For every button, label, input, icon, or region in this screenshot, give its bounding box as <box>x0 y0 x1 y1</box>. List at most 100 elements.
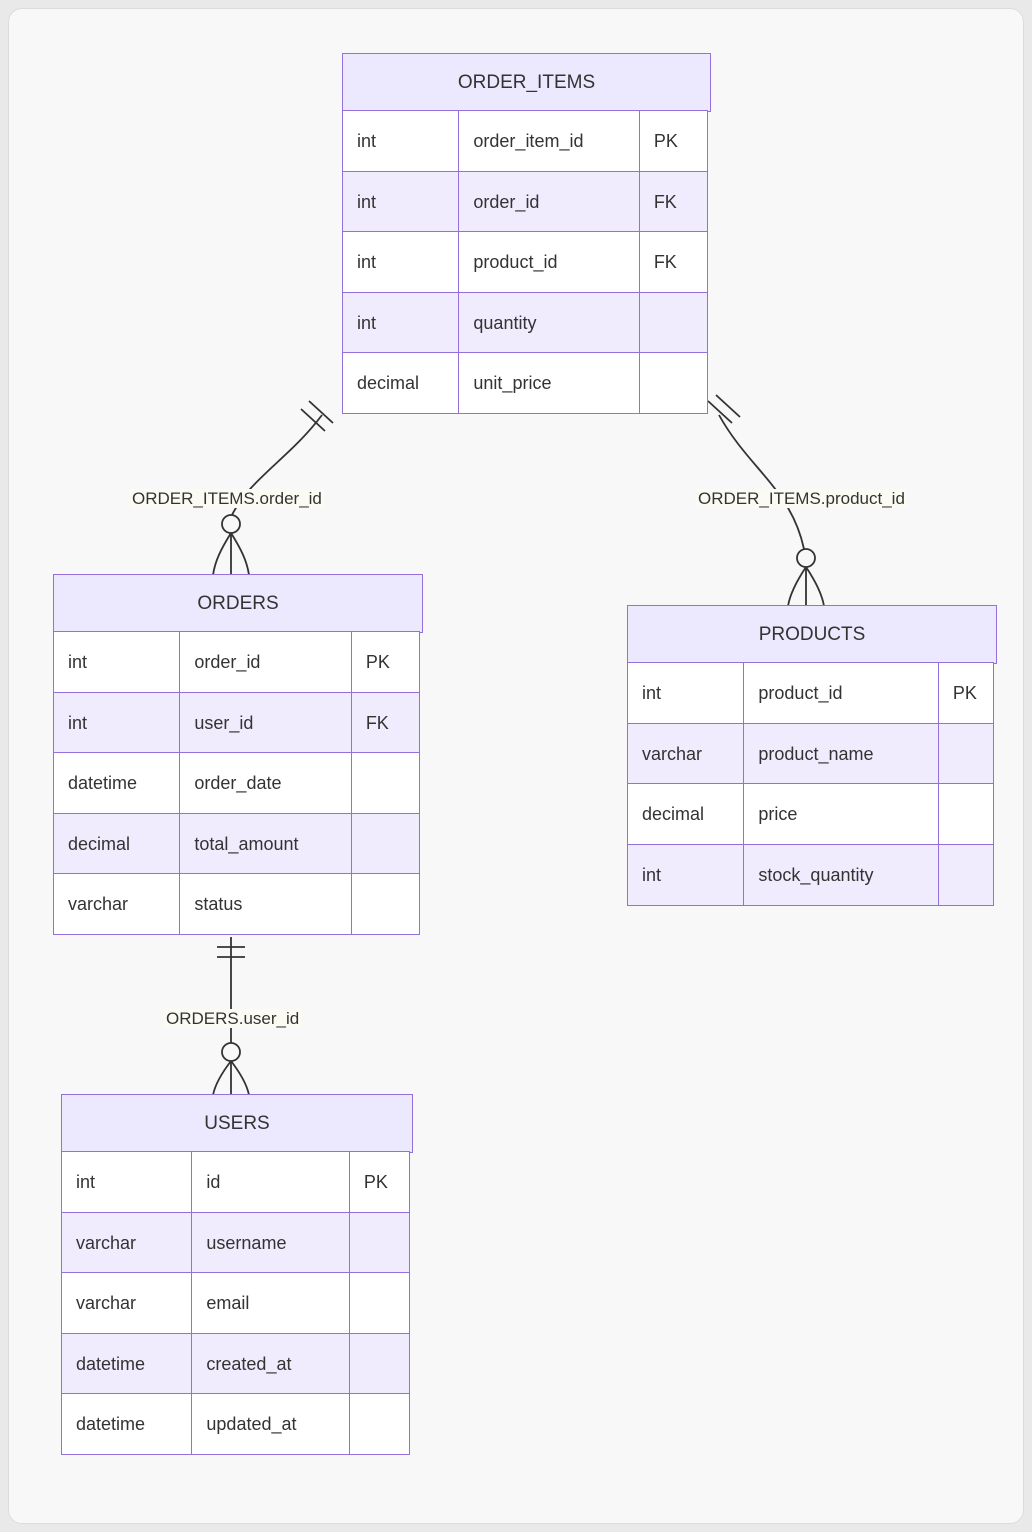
cardinality-zero-circle <box>221 514 241 534</box>
attribute-type: int <box>342 231 460 294</box>
attribute-name: product_id <box>458 231 641 294</box>
attribute-type: int <box>53 691 181 754</box>
attribute-type: datetime <box>53 752 181 815</box>
attribute-name: username <box>191 1211 351 1274</box>
attribute-name: user_id <box>179 691 353 754</box>
attribute-name: total_amount <box>179 812 353 875</box>
crowsfoot-right <box>230 532 250 576</box>
relationship-label-order_items_product_id: ORDER_ITEMS.product_id <box>696 489 907 508</box>
attribute-name: created_at <box>191 1332 351 1395</box>
crowsfoot-left <box>212 1060 232 1096</box>
attribute-type: datetime <box>61 1332 193 1395</box>
attribute-key: PK <box>937 662 994 725</box>
attribute-name: quantity <box>458 291 641 354</box>
entity-title-products: PRODUCTS <box>627 605 997 664</box>
attribute-key: FK <box>638 170 708 233</box>
attribute-key: PK <box>350 631 420 694</box>
attribute-type: int <box>627 662 745 725</box>
attribute-key <box>937 783 994 846</box>
attribute-name: order_id <box>179 631 353 694</box>
attribute-key <box>638 352 708 415</box>
cardinality-tick-outer <box>308 400 334 424</box>
attribute-type: varchar <box>61 1211 193 1274</box>
attribute-type: varchar <box>61 1272 193 1335</box>
attribute-key: PK <box>638 110 708 173</box>
attribute-name: email <box>191 1272 351 1335</box>
attribute-key: PK <box>348 1151 410 1214</box>
attribute-name: id <box>191 1151 351 1214</box>
attribute-type: int <box>627 843 745 906</box>
attribute-type: varchar <box>53 873 181 936</box>
entity-title-orders: ORDERS <box>53 574 423 633</box>
relationship-order-items-order-id <box>212 400 334 576</box>
attribute-type: int <box>342 291 460 354</box>
crowsfoot-left <box>212 532 232 576</box>
attribute-type: int <box>61 1151 193 1214</box>
crowsfoot-left <box>787 566 807 607</box>
relationship-label-order_items_order_id: ORDER_ITEMS.order_id <box>130 489 324 508</box>
attribute-key <box>348 1332 410 1395</box>
attribute-name: status <box>179 873 353 936</box>
crowsfoot-right <box>230 1060 250 1096</box>
relationship-line <box>718 414 805 550</box>
attribute-key <box>350 873 420 936</box>
attribute-name: unit_price <box>458 352 641 415</box>
attribute-type: decimal <box>53 812 181 875</box>
attribute-name: order_date <box>179 752 353 815</box>
attribute-name: updated_at <box>191 1393 351 1456</box>
attribute-key <box>937 722 994 785</box>
attribute-type: int <box>342 170 460 233</box>
attribute-key <box>348 1272 410 1335</box>
attribute-type: decimal <box>342 352 460 415</box>
attribute-key <box>638 291 708 354</box>
attribute-name: product_id <box>743 662 940 725</box>
entity-title-users: USERS <box>61 1094 413 1153</box>
crowsfoot-right <box>805 566 825 607</box>
cardinality-tick-inner <box>300 408 326 432</box>
cardinality-zero-circle <box>796 548 816 568</box>
attribute-key <box>348 1211 410 1274</box>
cardinality-tick-inner <box>715 394 741 418</box>
attribute-key <box>350 752 420 815</box>
cardinality-tick-outer <box>707 400 733 424</box>
attribute-type: int <box>53 631 181 694</box>
attribute-name: order_item_id <box>458 110 641 173</box>
attribute-key: FK <box>350 691 420 754</box>
attribute-name: price <box>743 783 940 846</box>
attribute-type: varchar <box>627 722 745 785</box>
attribute-type: decimal <box>627 783 745 846</box>
attribute-key <box>348 1393 410 1456</box>
attribute-key <box>350 812 420 875</box>
attribute-key: FK <box>638 231 708 294</box>
relationship-label-orders_user_id: ORDERS.user_id <box>164 1009 302 1028</box>
attribute-name: product_name <box>743 722 940 785</box>
attribute-type: datetime <box>61 1393 193 1456</box>
attribute-name: stock_quantity <box>743 843 940 906</box>
attribute-type: int <box>342 110 460 173</box>
attribute-name: order_id <box>458 170 641 233</box>
